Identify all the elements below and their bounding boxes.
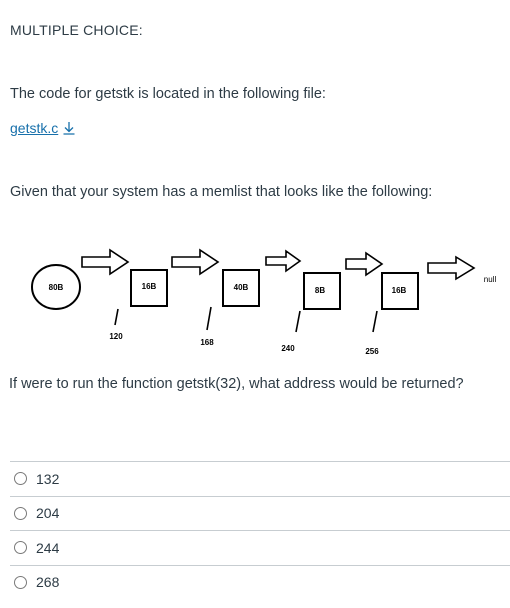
block-16b-2 — [381, 272, 419, 310]
pointer-line — [295, 310, 301, 333]
answer-option[interactable]: 204 — [10, 495, 510, 531]
file-link-label: getstk.c — [10, 120, 59, 136]
block-16b-1 — [130, 269, 168, 307]
arrow-icon — [265, 249, 302, 273]
pointer-line — [372, 310, 378, 333]
answer-label: 204 — [36, 505, 60, 522]
intro-text: The code for getstk is located in the fo… — [10, 86, 326, 102]
block-size-label: 16B — [142, 282, 157, 291]
radio-button[interactable] — [14, 506, 27, 520]
memlist-diagram: 80B 16B 40B 8B 16B null 120 168 240 256 — [31, 248, 497, 356]
block-size-label: 8B — [315, 286, 325, 295]
address-label: 120 — [109, 332, 123, 341]
question-text: If were to run the function getstk(32), … — [9, 376, 464, 392]
null-label: null — [484, 275, 497, 284]
block-size-label: 16B — [392, 286, 407, 295]
answer-option[interactable]: 244 — [10, 530, 510, 565]
block-40b — [222, 269, 260, 307]
memlist-text: Given that your system has a memlist tha… — [10, 184, 433, 200]
arrow-icon — [81, 248, 130, 276]
answer-list: 132 204 244 268 — [10, 461, 510, 599]
arrow-icon — [171, 248, 220, 276]
question-type-label: MULTIPLE CHOICE: — [10, 22, 143, 38]
radio-button[interactable] — [14, 472, 27, 486]
pointer-line — [206, 306, 212, 331]
answer-label: 268 — [36, 574, 60, 591]
answer-label: 132 — [36, 470, 60, 487]
block-size-label: 80B — [49, 283, 64, 292]
arrow-icon — [345, 251, 384, 277]
radio-button[interactable] — [14, 541, 27, 555]
answer-option[interactable]: 132 — [10, 461, 510, 496]
radio-button[interactable] — [14, 575, 27, 589]
answer-option[interactable]: 268 — [10, 564, 510, 600]
address-label: 168 — [200, 338, 214, 347]
block-8b — [303, 272, 341, 310]
download-icon — [63, 122, 75, 135]
address-label: 240 — [281, 344, 295, 353]
file-download-link[interactable]: getstk.c — [10, 120, 76, 136]
arrow-icon — [427, 255, 476, 281]
pointer-line — [114, 308, 119, 326]
memlist-head-circle — [31, 264, 81, 310]
block-size-label: 40B — [234, 283, 249, 292]
address-label: 256 — [365, 347, 379, 356]
answer-label: 244 — [36, 539, 60, 556]
